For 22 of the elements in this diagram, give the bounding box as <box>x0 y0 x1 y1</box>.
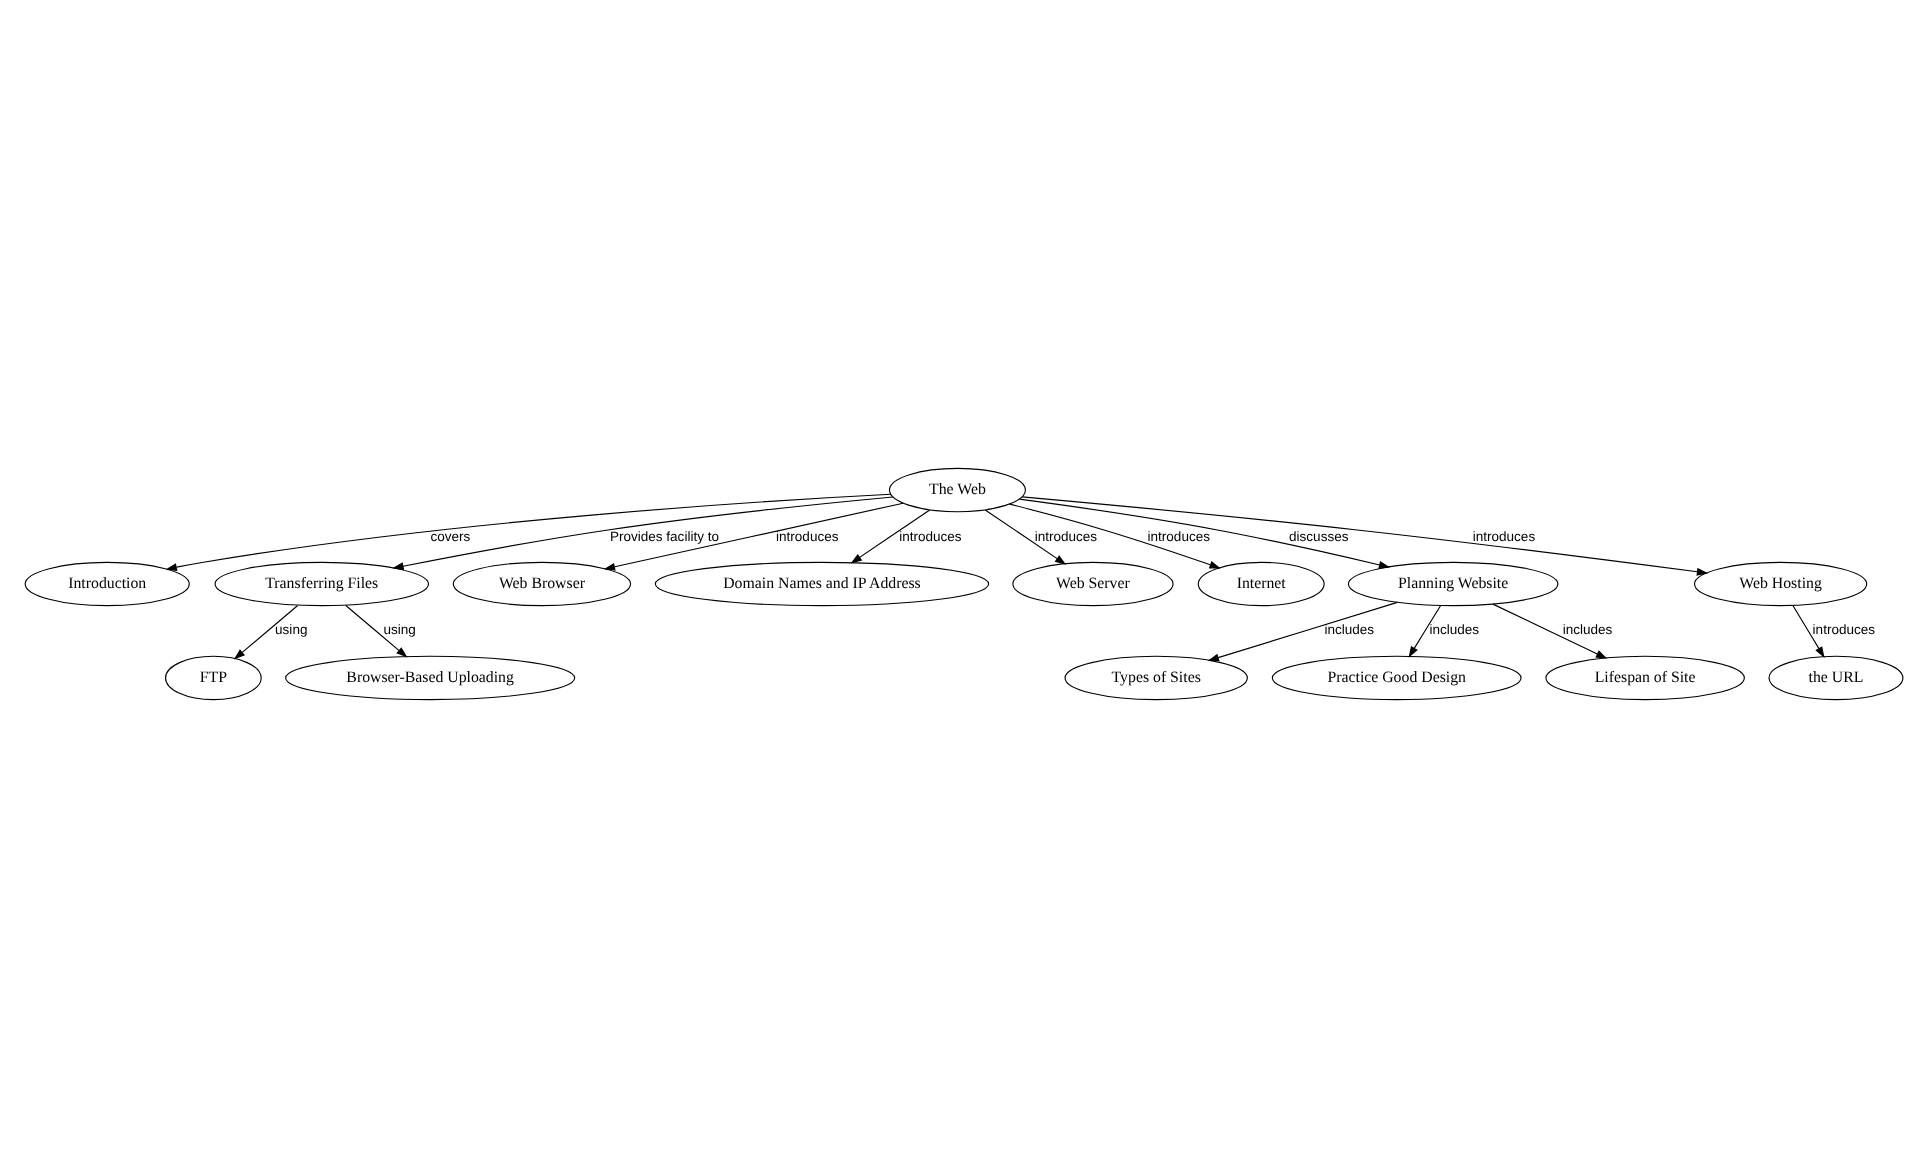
arrow <box>1207 601 1398 662</box>
arrow <box>392 496 894 571</box>
node-ellipse: The Web <box>888 467 1026 513</box>
node-ellipse: Practice Good Design <box>1271 655 1522 701</box>
arrow <box>345 604 408 658</box>
arrow <box>1492 603 1608 659</box>
arrow <box>1408 604 1442 658</box>
node-ellipse: Web Server <box>1012 561 1174 607</box>
arrow <box>1008 503 1221 569</box>
arrow <box>1018 498 1391 569</box>
arrow <box>603 502 904 571</box>
node-ellipse: the URL <box>1768 655 1904 701</box>
node-ellipse: Lifespan of Site <box>1545 655 1745 701</box>
arrow <box>850 509 931 564</box>
node-ellipse: FTP <box>164 655 262 701</box>
arrow <box>984 509 1067 565</box>
node-ellipse: Browser-Based Uploading <box>285 655 576 701</box>
node-ellipse: Domain Names and IP Address <box>654 561 990 607</box>
arrow <box>1792 604 1825 658</box>
arrow <box>1021 496 1709 576</box>
arrow <box>233 604 299 660</box>
arrow <box>165 493 892 571</box>
